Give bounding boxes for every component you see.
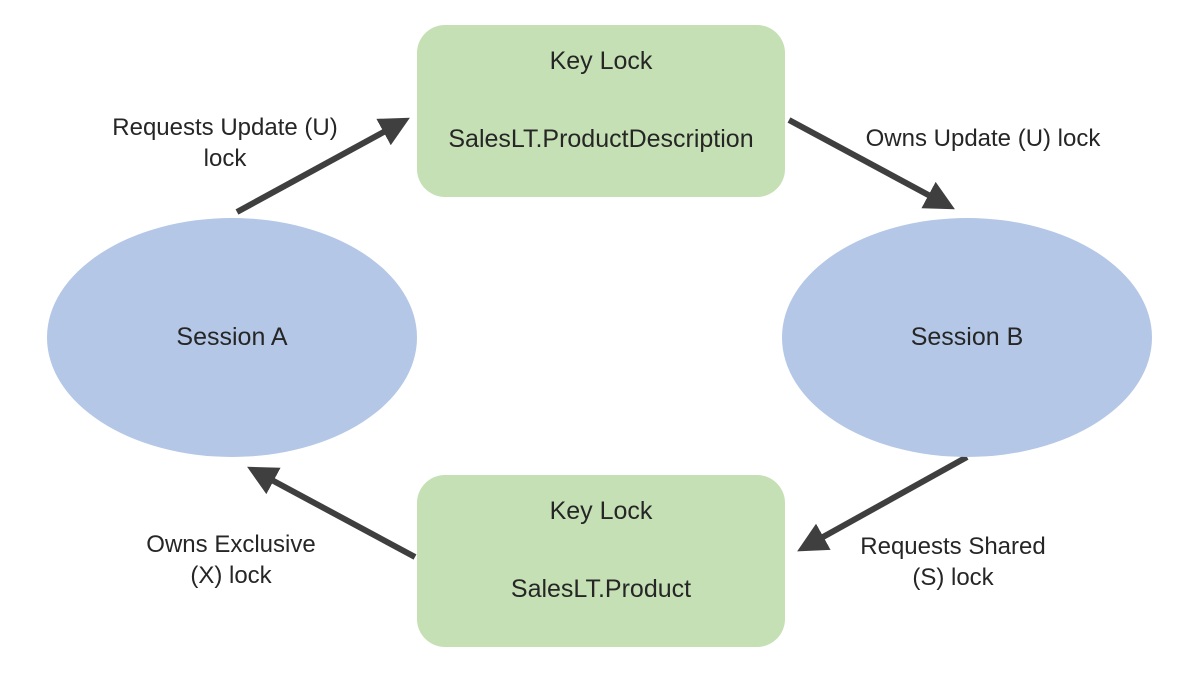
edge-label-owns-update-lock: Owns Update (U) lock	[838, 123, 1128, 154]
node-session-a: Session A	[47, 218, 417, 457]
edge-label-line: Owns Exclusive	[146, 531, 316, 558]
edge-label-line: lock	[203, 145, 247, 172]
edge-label-requests-shared-lock: Requests Shared (S) lock	[833, 531, 1073, 593]
node-session-b: Session B	[782, 218, 1152, 457]
arrow-lock-bottom-to-session-a	[247, 466, 417, 560]
node-key-lock-bottom: Key Lock SalesLT.Product	[417, 475, 785, 647]
lock-bottom-title: Key Lock	[549, 497, 653, 525]
session-a-label: Session A	[176, 323, 288, 351]
lock-bottom-table-name: SalesLT.Product	[510, 575, 692, 603]
edge-label-owns-exclusive-lock: Owns Exclusive (X) lock	[111, 529, 351, 591]
arrow-session-b-to-lock-bottom	[797, 454, 969, 552]
edge-label-line: Requests Update (U)	[112, 114, 338, 141]
edge-label-line: (S) lock	[912, 564, 994, 591]
edge-label-requests-update-lock: Requests Update (U) lock	[85, 112, 365, 174]
edge-label-line: Requests Shared	[860, 533, 1046, 560]
session-b-label: Session B	[910, 323, 1024, 351]
node-key-lock-top: Key Lock SalesLT.ProductDescription	[417, 25, 785, 197]
arrow-lock-top-to-session-b	[787, 117, 955, 210]
lock-top-table-name: SalesLT.ProductDescription	[448, 125, 754, 153]
lock-top-title: Key Lock	[549, 47, 653, 75]
edge-label-line: Owns Update (U) lock	[865, 125, 1101, 152]
arrow-session-a-to-lock-top	[235, 117, 410, 215]
edge-label-line: (X) lock	[190, 562, 272, 589]
